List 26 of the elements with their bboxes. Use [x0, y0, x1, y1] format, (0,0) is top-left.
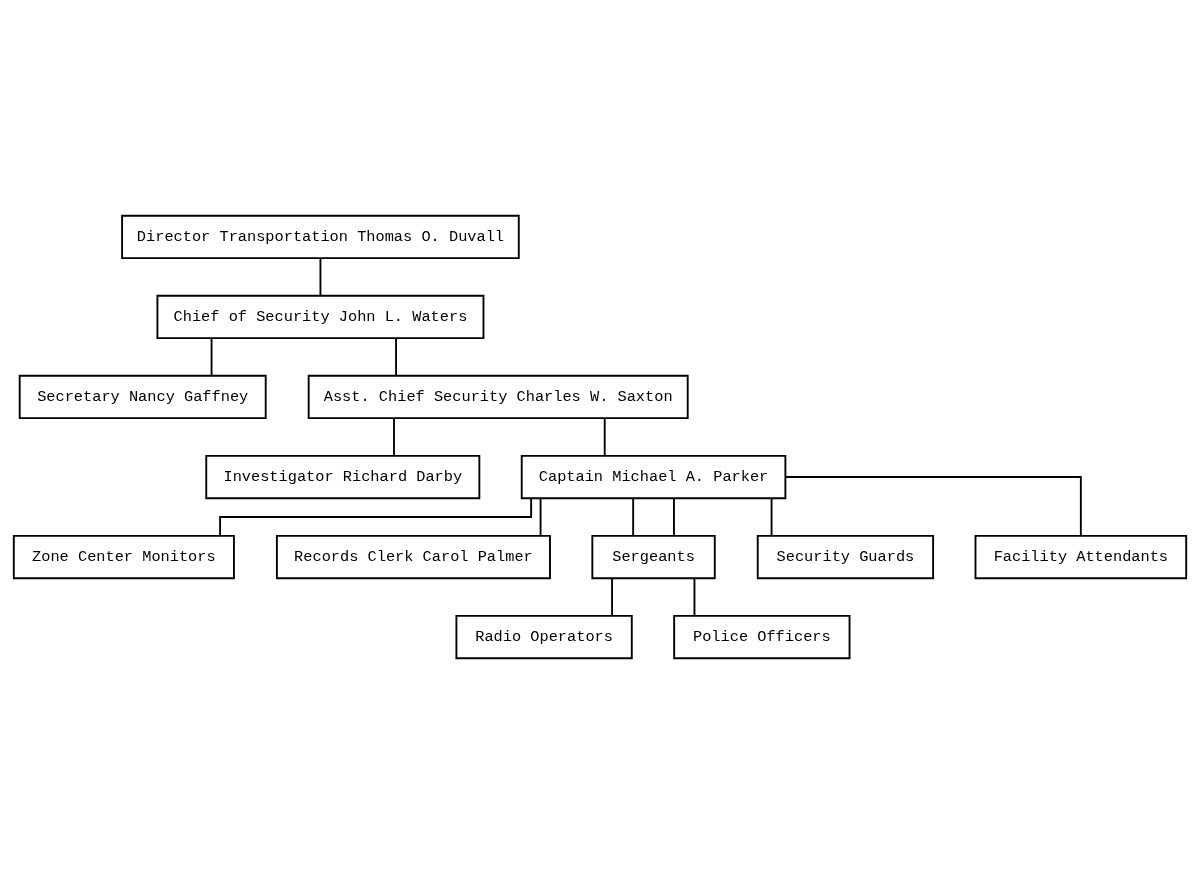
connector: [319, 256, 322, 296]
connector: [693, 577, 696, 617]
connector: [603, 417, 606, 456]
connector: [393, 417, 395, 456]
node-box: Police Officers: [673, 614, 851, 659]
connector: [632, 497, 635, 536]
node-box: Investigator Richard Darby: [205, 454, 481, 499]
node-box: Asst. Chief Security Charles W. Saxton: [307, 374, 689, 419]
connector: [219, 497, 533, 537]
node-box: Captain Michael A. Parker: [520, 454, 787, 499]
node-box: Sergeants: [591, 534, 716, 579]
connector: [784, 475, 1082, 537]
connector: [210, 336, 213, 376]
node-box: Facility Attendants: [974, 534, 1188, 579]
node-box: Radio Operators: [455, 614, 633, 659]
connector: [539, 497, 542, 536]
connector: [673, 497, 675, 536]
node-box: Secretary Nancy Gaffney: [18, 374, 267, 419]
node-box: Zone Center Monitors: [12, 534, 235, 579]
connector: [611, 577, 613, 617]
node-box: Security Guards: [756, 534, 935, 579]
connector: [770, 497, 773, 536]
node-box: Chief of Security John L. Waters: [156, 294, 485, 339]
connector: [395, 336, 397, 376]
node-box: Records Clerk Carol Palmer: [275, 534, 551, 579]
node-box: Director Transportation Thomas O. Duvall: [121, 214, 520, 259]
